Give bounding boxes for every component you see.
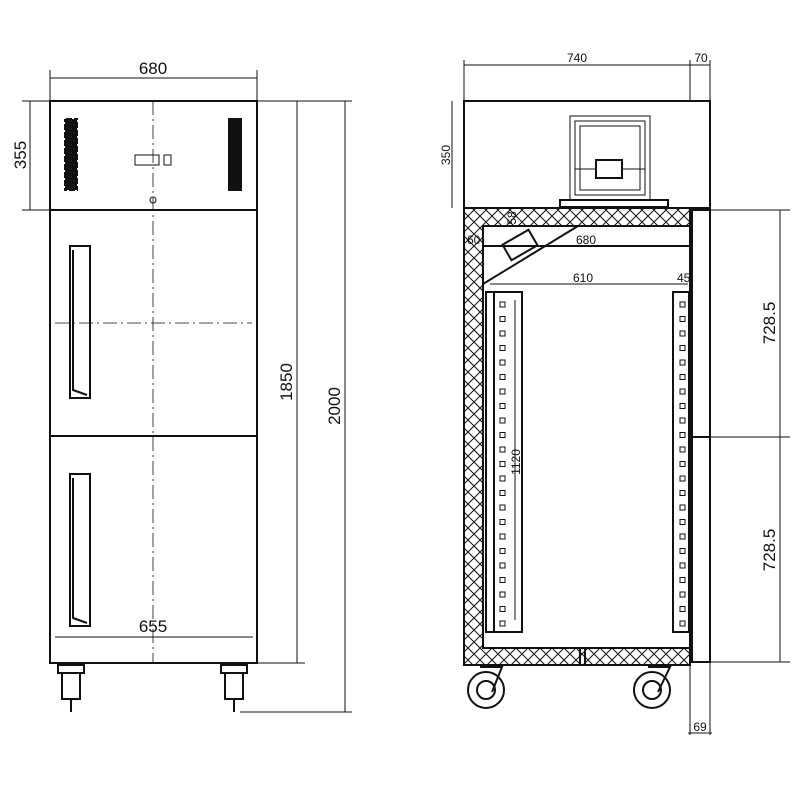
- rack-slot: [499, 606, 506, 612]
- insulation-side-dimension: 60: [467, 233, 481, 247]
- rack-gap-dimension: 45: [677, 271, 691, 285]
- rack-slot: [499, 316, 506, 322]
- upper-door-dimension: 728.5: [760, 302, 779, 345]
- control-display: [134, 154, 160, 166]
- rack-slot: [499, 490, 506, 496]
- front-view: 680 355 1850 2000 655: [11, 59, 352, 713]
- right-vent: [228, 118, 242, 191]
- rack-slot: [499, 374, 506, 380]
- depth-dimension: 740: [567, 51, 587, 65]
- top-unit: [463, 100, 711, 209]
- upper-door-handle: [69, 245, 91, 399]
- inner-depth-dimension: 680: [576, 233, 596, 247]
- lower-door-dimension: 728.5: [760, 529, 779, 572]
- left-vent: [64, 118, 78, 191]
- rack-slot: [679, 591, 686, 598]
- wheel-offset-dimension: 69: [693, 720, 707, 734]
- top-panel-height-dimension: 355: [11, 141, 30, 169]
- rack-slot: [679, 461, 686, 467]
- rack-slot: [679, 504, 686, 511]
- rack-slot: [499, 403, 506, 409]
- rack-slot: [499, 345, 506, 351]
- rack-slot: [499, 591, 506, 598]
- side-view: 740 70 350 58 60 680 610 45 1120 728.5 7…: [439, 51, 790, 735]
- rack-slots: [499, 301, 686, 627]
- rack-slot: [679, 620, 686, 627]
- rack-slot: [499, 519, 506, 525]
- rack-slot: [499, 504, 506, 511]
- rack-slot: [499, 475, 506, 482]
- rack-slot: [679, 301, 686, 308]
- width-dimension: 680: [139, 59, 167, 78]
- rack-slot: [499, 330, 506, 337]
- door-depth-dimension: 70: [694, 51, 708, 65]
- rack-slot: [499, 620, 506, 627]
- rack-slot: [499, 388, 506, 395]
- insulation-top-dimension: 58: [505, 211, 519, 225]
- total-height-dimension: 2000: [325, 387, 344, 425]
- rack-slot: [679, 403, 686, 409]
- rack-slot: [499, 417, 506, 424]
- rack-slot: [679, 577, 686, 583]
- rack-slot: [499, 461, 506, 467]
- rack-slot: [679, 548, 686, 554]
- control-button: [163, 154, 172, 166]
- rack-slot: [499, 562, 506, 569]
- evaporator-fan: [501, 228, 539, 262]
- rack-slot: [499, 533, 506, 540]
- rack-slot: [679, 446, 686, 453]
- top-unit-height-dimension: 350: [439, 145, 453, 165]
- side-caster-right: [633, 666, 672, 709]
- body-height-dimension: 1850: [277, 363, 296, 401]
- compressor-icon: [559, 115, 669, 208]
- rack-slot: [499, 432, 506, 438]
- rack-slot: [679, 359, 686, 366]
- rack-slot: [679, 519, 686, 525]
- rack-slot: [679, 432, 686, 438]
- rack-slot: [679, 562, 686, 569]
- rack-slot: [679, 533, 686, 540]
- rack-slot: [499, 359, 506, 366]
- rack-slot: [679, 330, 686, 337]
- right-caster: [220, 664, 248, 712]
- rack-slot: [499, 577, 506, 583]
- rack-slot: [679, 388, 686, 395]
- lower-door-handle: [69, 473, 91, 627]
- rack-slot: [679, 606, 686, 612]
- left-rack: [485, 291, 523, 633]
- rack-slot: [679, 374, 686, 380]
- rack-slot: [499, 446, 506, 453]
- left-caster: [57, 664, 85, 712]
- rack-depth-dimension: 610: [573, 271, 593, 285]
- rack-slot: [679, 316, 686, 322]
- rack-slot: [679, 417, 686, 424]
- side-caster-left: [467, 666, 505, 709]
- rack-slot: [499, 548, 506, 554]
- rack-slot: [679, 345, 686, 351]
- cabinet-body: [49, 100, 258, 664]
- rack-slot: [679, 475, 686, 482]
- rack-slot: [499, 301, 506, 308]
- inner-width-dimension: 655: [139, 617, 167, 636]
- rack-height-dimension: 1120: [509, 449, 523, 475]
- rack-slot: [679, 490, 686, 496]
- right-rack: [672, 291, 690, 633]
